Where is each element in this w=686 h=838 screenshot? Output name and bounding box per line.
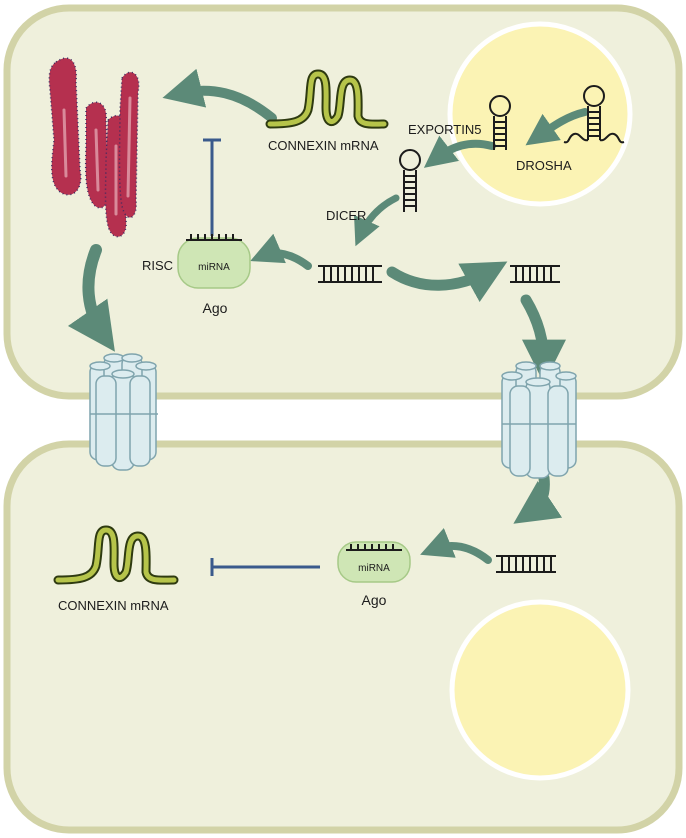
pri-mirna-hairpin	[563, 85, 625, 144]
arrow-duplex-to-channel	[520, 294, 566, 384]
mirna-duplex-bottom	[496, 555, 556, 573]
process-arrows	[67, 68, 589, 564]
mirna-label-top: miRNA	[198, 262, 230, 273]
arrow-drosha-processing	[525, 108, 589, 146]
arrow-exportin5	[423, 135, 496, 168]
inhibition-top	[203, 138, 221, 236]
arrow-er-to-channel	[67, 244, 115, 352]
mirna-duplex-center	[318, 265, 382, 283]
connexin-mrna-label-bottom: CONNEXIN mRNA	[58, 598, 169, 613]
top-nucleus	[447, 21, 633, 207]
arrow-duplex-to-right	[386, 261, 508, 303]
ago-complex-bottom	[337, 541, 411, 583]
connexin-mrna-bottom	[53, 525, 179, 585]
pre-mirna-hairpin-nucleus	[489, 95, 511, 150]
dicer-label: DICER	[326, 208, 366, 223]
gap-junction-left	[89, 353, 158, 471]
endoplasmic-reticulum	[48, 57, 140, 238]
pre-mirna-hairpin-cytoplasm	[399, 149, 421, 212]
mirna-label-bottom: miRNA	[358, 563, 390, 574]
arrow-mrna-to-er	[162, 68, 277, 123]
risc-label: RISC	[142, 258, 173, 273]
arrow-duplex-to-risc	[250, 233, 312, 270]
ago-complex-top	[177, 234, 251, 289]
exportin5-label: EXPORTIN5	[408, 122, 481, 137]
arrow-duplex-to-ago-bottom	[420, 528, 492, 564]
connexin-mrna-label-top: CONNEXIN mRNA	[268, 138, 379, 153]
mirna-duplex-right	[510, 265, 560, 283]
gap-junction-right	[501, 361, 577, 479]
ago-label-top: Ago	[203, 300, 228, 316]
arrow-dicer	[354, 194, 400, 247]
connexin-mrna-top	[265, 69, 389, 129]
ago-label-bottom: Ago	[362, 592, 387, 608]
arrow-channel-to-bottom	[513, 472, 563, 524]
bottom-nucleus	[449, 599, 631, 781]
inhibition-bottom	[210, 558, 320, 576]
drosha-label: DROSHA	[516, 158, 572, 173]
